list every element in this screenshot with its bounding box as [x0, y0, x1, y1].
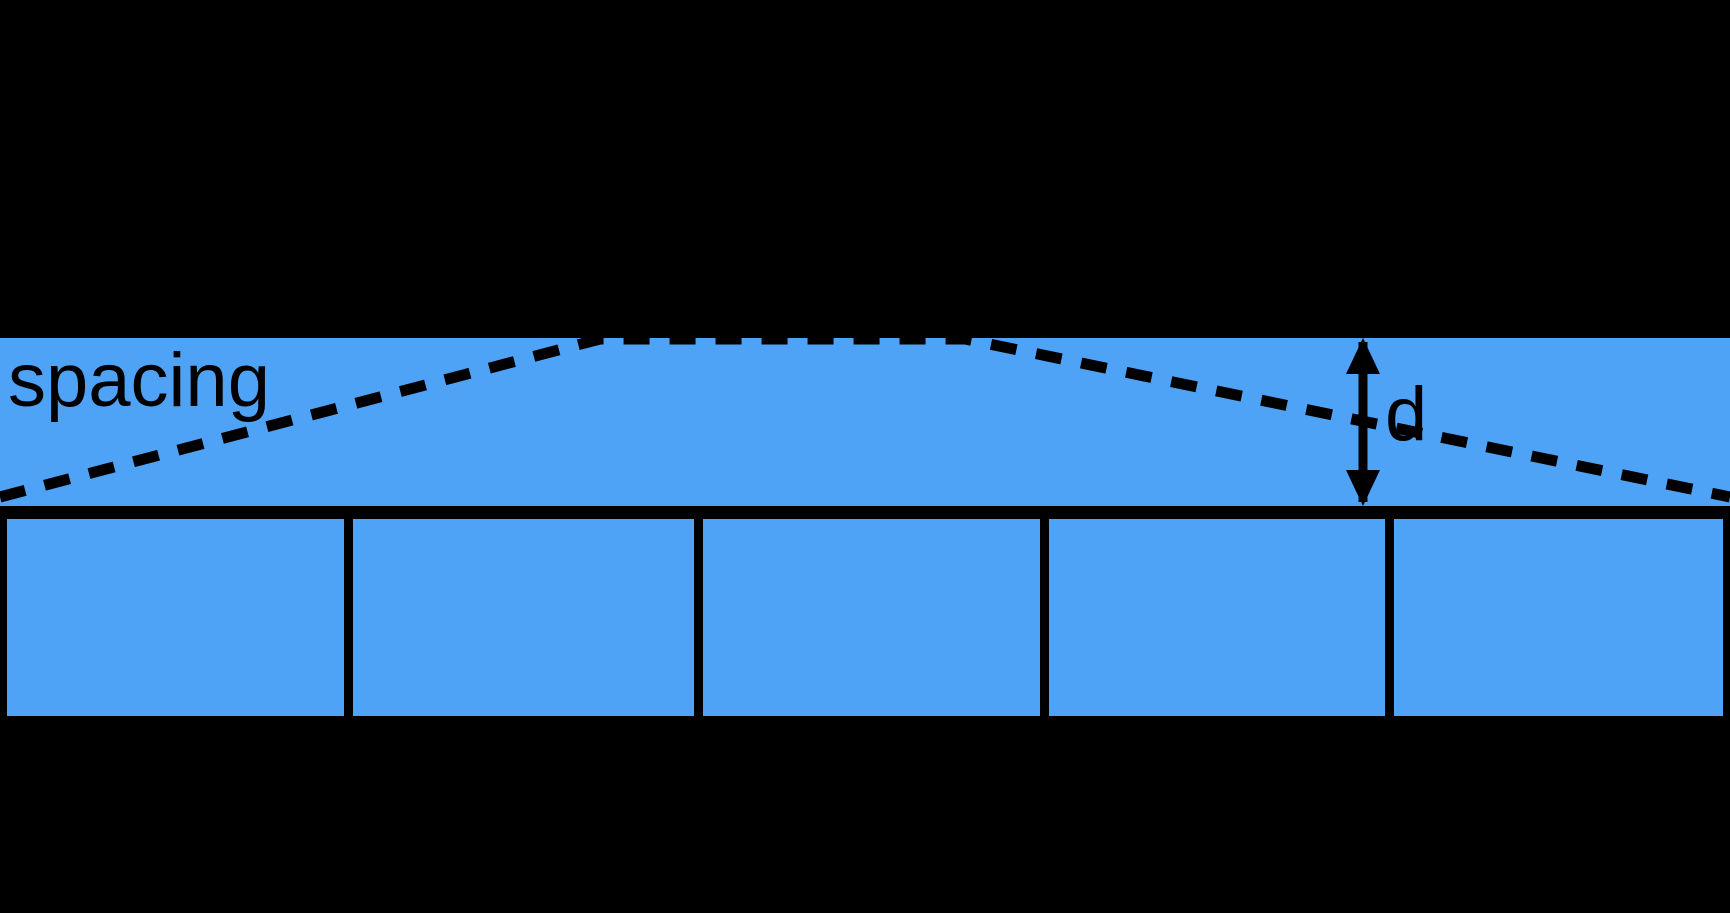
cell-divider-4 [1385, 519, 1394, 716]
cell-row-right-edge [1723, 519, 1730, 716]
spacing-label: spacing [8, 338, 270, 423]
d-label: d [1385, 372, 1427, 457]
d-arrow-head-top-icon [1346, 338, 1380, 374]
cell-row-background [0, 519, 1730, 716]
cell-divider-1 [344, 519, 353, 716]
cell-divider-group [344, 519, 1394, 716]
d-dimension-arrow [1346, 338, 1380, 506]
cell-divider-3 [1040, 519, 1049, 716]
cell-row-left-edge [0, 519, 7, 716]
d-arrow-head-bottom-icon [1346, 470, 1380, 506]
dashed-trend-line [0, 333, 1730, 503]
cell-divider-2 [694, 519, 703, 716]
horizontal-divider-bar [0, 506, 1730, 519]
